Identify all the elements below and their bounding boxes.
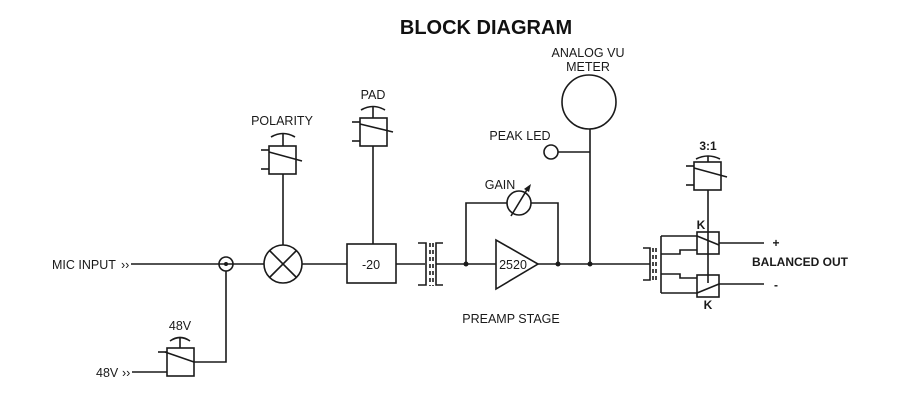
phantom-switch[interactable] [158, 336, 195, 377]
metering: ANALOG VU METER PEAK LED [489, 46, 624, 264]
phantom-feed-wire [194, 271, 227, 363]
gain-potentiometer[interactable] [506, 184, 532, 217]
ratio-section: 3:1 [686, 139, 728, 283]
ratio-label: 3:1 [699, 139, 717, 153]
relay-bottom [696, 274, 720, 298]
switch-actuator-icon [270, 132, 296, 138]
preamp-stage: GAIN 2520 PREAMP STAGE [462, 178, 650, 326]
phantom-switch-label: 48V [169, 319, 192, 333]
output-minus-label: - [774, 278, 778, 292]
polarity-label: POLARITY [251, 114, 313, 128]
pad-label: PAD [361, 88, 386, 102]
feedback-wire-right [531, 202, 559, 264]
variable-arrow-icon [510, 187, 529, 217]
polarity-mixer-icon [263, 244, 303, 284]
ratio-switch[interactable] [686, 155, 728, 191]
polarity-section: POLARITY [251, 114, 347, 284]
balanced-out-label: BALANCED OUT [752, 255, 849, 269]
junction-dot [224, 262, 228, 266]
vu-meter-label-line1: ANALOG VU [552, 46, 625, 60]
amplifier-label: 2520 [499, 258, 527, 272]
diagram-title: BLOCK DIAGRAM [400, 17, 572, 39]
pad-value: -20 [362, 258, 380, 272]
pad-switch[interactable] [352, 105, 394, 147]
relay-bottom-label: K [704, 298, 713, 312]
relay-top-label: K [697, 218, 706, 232]
feedback-wire-left [465, 202, 507, 264]
peak-led-label: PEAK LED [489, 129, 550, 143]
gain-label: GAIN [485, 178, 516, 192]
output-transformer-icon [643, 235, 697, 294]
amplifier-triangle [495, 238, 540, 291]
vu-meter-label-line2: METER [566, 60, 610, 74]
phantom-power: 48V ›› 48V [96, 271, 227, 380]
vu-meter-icon [561, 74, 617, 130]
phantom-input-label: 48V [96, 366, 119, 380]
pad-section: PAD -20 [346, 88, 425, 284]
mic-input: MIC INPUT ›› [52, 258, 264, 272]
polarity-switch[interactable] [261, 132, 303, 175]
switch-actuator-icon [360, 105, 386, 111]
phantom-input-arrow-icon: ›› [122, 366, 130, 380]
peak-led-icon [543, 144, 559, 160]
output-plus-label: + [772, 236, 779, 250]
output-relays: K K + - BALANCED OUT [696, 218, 849, 312]
node-dot [555, 261, 561, 267]
mic-input-label: MIC INPUT [52, 258, 116, 272]
preamp-stage-label: PREAMP STAGE [462, 312, 559, 326]
mic-input-arrow-icon: ›› [121, 258, 129, 272]
input-transformer-icon [418, 242, 496, 286]
